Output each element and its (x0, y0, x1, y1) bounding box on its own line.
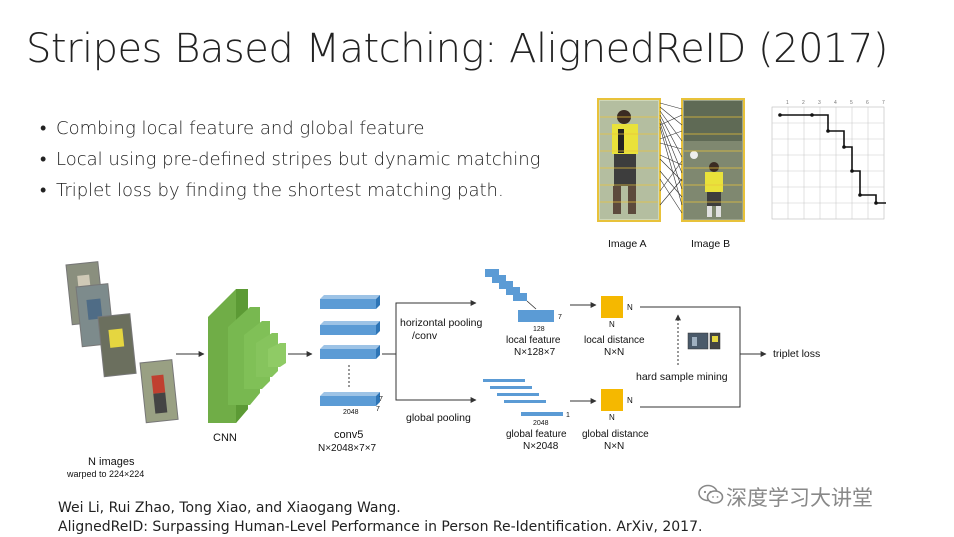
global-dim-channels: 2048 (533, 420, 549, 427)
image-a-label: Image A (608, 238, 647, 250)
conv5-channels: 2048 (343, 409, 359, 416)
global-dim-one: 1 (566, 412, 570, 419)
bullet-text: Combing local feature and global feature (56, 118, 425, 139)
citation-authors: Wei Li, Rui Zhao, Tong Xiao, and Xiaogan… (58, 500, 401, 516)
input-label: N images (88, 456, 135, 468)
bullet-item: •Local using pre-defined stripes but dyn… (40, 149, 541, 170)
input-sublabel: warped to 224×224 (66, 469, 144, 479)
global-matrix-n-bottom: N (609, 413, 615, 422)
grid-axis-label: 1 (786, 100, 789, 106)
local-dim-channels: 128 (533, 326, 545, 333)
conv5-w: 7 (376, 406, 380, 413)
local-matrix-n-right: N (627, 303, 633, 312)
cnn-block (208, 289, 286, 423)
hard-sample-mining-label: hard sample mining (636, 371, 728, 383)
bullet-text: Triplet loss by finding the shortest mat… (56, 180, 504, 201)
global-feature-label: global feature (506, 429, 567, 440)
slide-title: Stripes Based Matching: AlignedReID (201… (26, 26, 889, 72)
global-distance-dims: N×N (604, 441, 624, 452)
grid-axis-label: 3 (818, 100, 821, 106)
conv5-label: conv5 (334, 429, 363, 441)
bullet-list: •Combing local feature and global featur… (40, 116, 540, 209)
global-matrix-n-right: N (627, 396, 633, 405)
local-distance-label: local distance (584, 335, 645, 346)
local-distance-matrix (601, 296, 623, 318)
local-feature-label: local feature (506, 335, 561, 346)
grid-axis-label: 2 (802, 100, 805, 106)
person-a-shirt (612, 124, 638, 154)
local-feature-dims: N×128×7 (514, 347, 556, 358)
local-feature-blocks (485, 269, 554, 322)
bullet-text: Local using pre-defined stripes but dyna… (56, 149, 541, 170)
global-pooling-label: global pooling (406, 412, 471, 424)
matching-lines (659, 102, 683, 214)
image-b-label: Image B (691, 238, 731, 250)
conv5-maps (320, 295, 380, 406)
global-distance-matrix (601, 389, 623, 411)
bullet-item: •Combing local feature and global featur… (40, 118, 425, 139)
grid-axis-label: 5 (850, 100, 853, 106)
triplet-loss-label: triplet loss (773, 348, 820, 360)
global-feature-dims: N×2048 (523, 441, 559, 452)
local-matrix-n-bottom: N (609, 320, 615, 329)
local-dim-rows: 7 (558, 314, 562, 321)
cnn-label: CNN (213, 432, 237, 444)
input-images (65, 261, 179, 424)
local-distance-dims: N×N (604, 347, 624, 358)
shortest-path (780, 114, 886, 204)
horizontal-pooling-label-2: /conv (412, 330, 438, 342)
bullet-item: •Triplet loss by finding the shortest ma… (40, 180, 504, 201)
matching-figure: 1 2 3 4 5 6 7 (597, 98, 886, 222)
person-b-head (709, 162, 719, 172)
shortest-path-grid: 1 2 3 4 5 6 7 (771, 100, 886, 220)
grid-axis-label: 7 (882, 100, 885, 106)
person-b-shirt (705, 172, 723, 192)
grid-axis-label: 6 (866, 100, 869, 106)
arrow-conv5-local (382, 300, 477, 355)
wechat-icon (698, 484, 724, 504)
horizontal-pooling-label: horizontal pooling (400, 317, 482, 329)
grid-axis-label: 4 (834, 100, 837, 106)
global-distance-label: global distance (582, 429, 649, 440)
hard-sample-thumbs (687, 332, 721, 350)
conv5-dims: N×2048×7×7 (318, 443, 377, 454)
watermark-text: 深度学习大讲堂 (726, 486, 873, 510)
global-feature-bars (483, 379, 563, 416)
citation-paper: AlignedReID: Surpassing Human-Level Perf… (58, 519, 703, 535)
conv5-h: 7 (379, 396, 383, 403)
person-a-pants (614, 154, 636, 186)
pipeline-diagram: N images warped to 224×224 CNN 2048 7 7 … (65, 261, 820, 479)
arrow-conv5-global (395, 354, 477, 403)
